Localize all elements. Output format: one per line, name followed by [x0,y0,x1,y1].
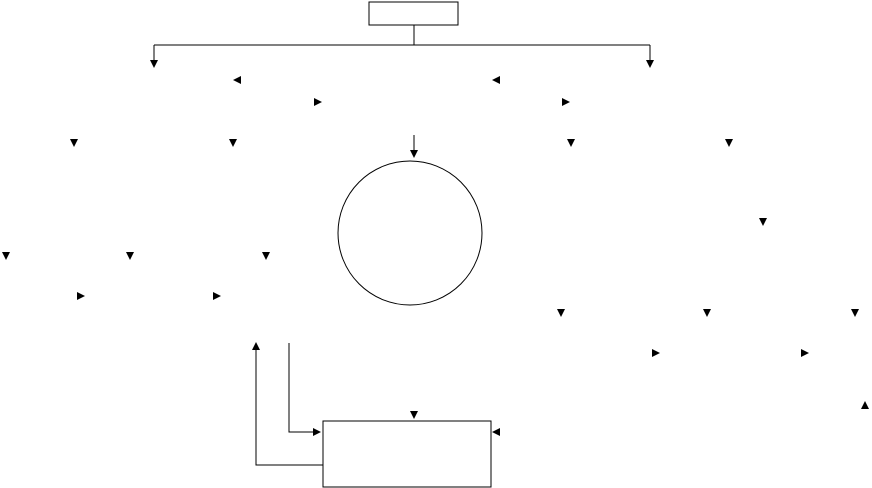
arrow-down-icon [567,139,575,147]
arrow-down-icon [646,60,654,68]
arrow-down-icon [725,139,733,147]
arrow-down-icon [410,411,418,419]
arrow-left-icon [492,76,500,84]
arrow-right-icon [562,98,570,106]
arrow-up-icon [861,401,869,409]
arrow-down-icon [851,309,859,317]
arrow-down-icon [229,139,237,147]
arrow-left-icon [492,428,500,436]
arrow-down-icon [126,252,134,260]
bottom-box-return-line [255,350,323,466]
arrow-down-icon [262,252,270,260]
arrow-left-icon [233,76,241,84]
arrow-down-icon [70,139,78,147]
arrow-down-icon [557,309,565,317]
arrow-down-icon [2,252,10,260]
arrow-down-icon [759,218,767,226]
arrow-right-icon [652,349,660,357]
arrow-down-icon [150,60,158,68]
arrow-right-icon [313,428,321,436]
center-circle [337,160,483,306]
arrow-right-icon [314,98,322,106]
arrow-right-icon [213,292,221,300]
arrow-right-icon [801,349,809,357]
arrow-up-icon [252,342,260,350]
arrow-down-icon [703,309,711,317]
arrow-right-icon [77,292,85,300]
bottom-box-entry-line [288,343,313,433]
arrow-down-icon [410,150,418,158]
bottom-box [322,420,492,488]
top-box [368,1,459,26]
